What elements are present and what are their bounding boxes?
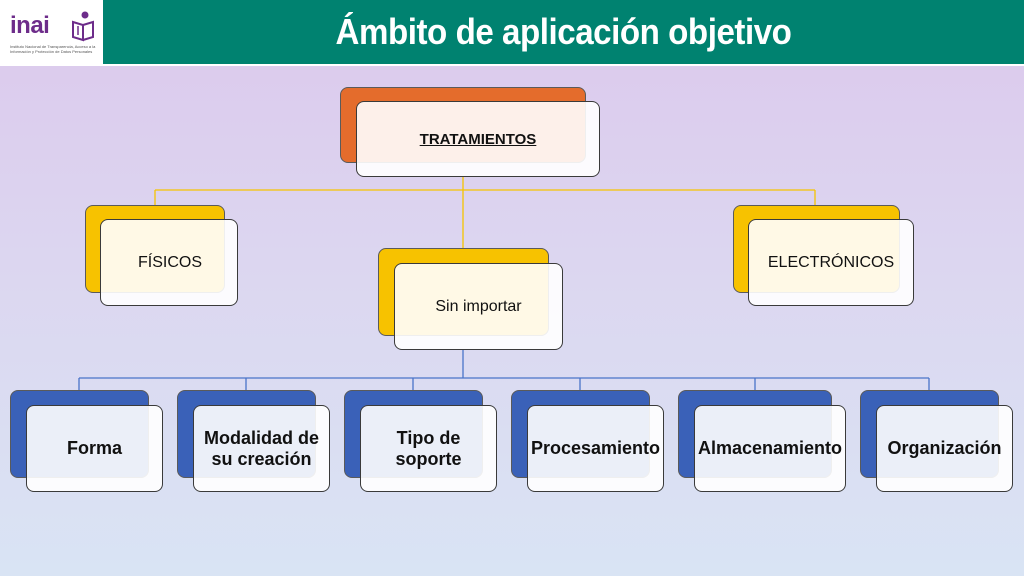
- node-sin-importar-card: Sin importar: [394, 263, 563, 350]
- node-tipo-soporte-card: Tipo de soporte: [360, 405, 497, 492]
- node-procesamiento-card: Procesamiento: [527, 405, 664, 492]
- node-organizacion-label: Organización: [887, 438, 1002, 458]
- logo-subtitle: Instituto Nacional de Transparencia, Acc…: [10, 44, 96, 54]
- node-fisicos-card: FÍSICOS: [100, 219, 238, 306]
- node-sin-importar-label: Sin importar: [435, 297, 522, 315]
- node-tratamientos-card: TRATAMIENTOS: [356, 101, 600, 177]
- logo-wordmark: inai: [10, 12, 50, 39]
- inai-logo: inai Instituto Nacional de Transparencia…: [10, 6, 100, 60]
- node-modalidad-label: Modalidad de su creación: [203, 427, 319, 469]
- node-forma-label: Forma: [66, 438, 122, 458]
- node-electronicos-label: ELECTRÓNICOS: [767, 253, 895, 271]
- header: inai Instituto Nacional de Transparencia…: [0, 0, 1024, 66]
- node-procesamiento-label: Procesamiento: [530, 438, 661, 458]
- node-modalidad-card: Modalidad de su creación: [193, 405, 330, 492]
- node-organizacion-card: Organización: [876, 405, 1013, 492]
- node-fisicos-label: FÍSICOS: [138, 253, 203, 271]
- open-book-icon: [72, 11, 94, 42]
- node-almacenamiento-label: Almacenamiento: [697, 438, 843, 458]
- node-tipo-soporte-label: Tipo de soporte: [395, 427, 462, 469]
- node-tratamientos-label: TRATAMIENTOS: [419, 130, 537, 148]
- title-bar: [103, 0, 1024, 64]
- node-forma-card: Forma: [26, 405, 163, 492]
- slide-title: Ámbito de aplicación objetivo: [335, 11, 792, 52]
- node-almacenamiento-card: Almacenamiento: [694, 405, 846, 492]
- node-electronicos-card: ELECTRÓNICOS: [748, 219, 914, 306]
